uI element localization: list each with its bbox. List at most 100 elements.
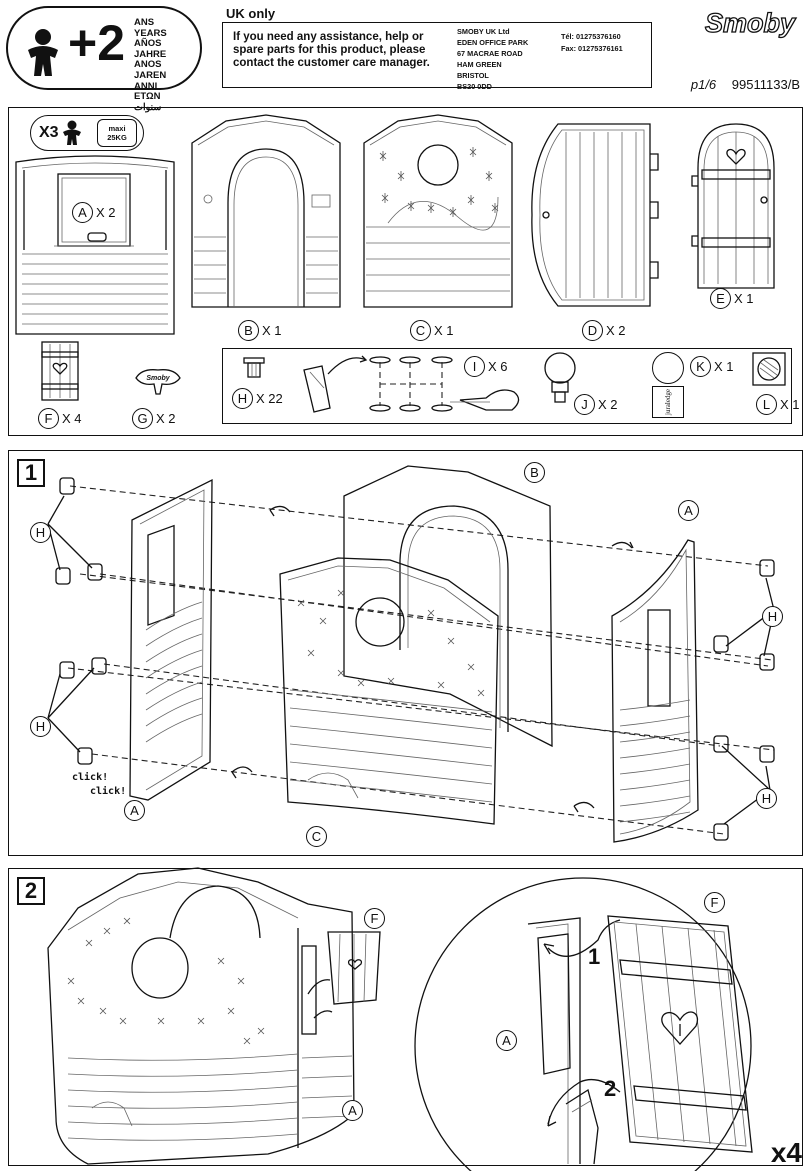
age-word: ANS [134, 17, 155, 28]
part-qty: X 22 [256, 391, 283, 406]
part-d-label: D X 2 [582, 320, 626, 341]
part-f-label: F X 4 [38, 408, 82, 429]
address-line: SMOBY UK Ltd [457, 27, 510, 36]
step2-label-a-house: A [342, 1100, 366, 1121]
age-badge: +2 ANS YEARS AÑOS JAHRE ANOS JAREN ANNI … [6, 6, 202, 112]
part-letter: F [364, 908, 385, 929]
age-word: YEARS [134, 27, 167, 39]
part-letter: A [342, 1100, 363, 1121]
step2-multiplier: x4 [770, 1137, 802, 1168]
part-c-label: C X 1 [410, 320, 454, 341]
part-qty: X 2 [606, 323, 626, 338]
part-letter: A [124, 800, 145, 821]
part-letter: C [306, 826, 327, 847]
part-qty: X 1 [734, 291, 754, 306]
age-word: ANNI [134, 80, 158, 92]
page-meta: p1/6 99511133/B [691, 77, 800, 92]
part-l-label: L X 1 [756, 394, 800, 415]
capacity-badge: X3 maxi 25KG [30, 115, 144, 151]
part-j-drawing [544, 352, 576, 403]
part-k-label: K X 1 [690, 356, 734, 377]
step1-label-b: B [524, 462, 548, 483]
part-a-drawing [15, 155, 175, 335]
part-g-drawing: Smoby [135, 369, 181, 395]
step1-illustration [47, 465, 775, 843]
part-letter: E [710, 288, 731, 309]
part-letter: H [232, 388, 253, 409]
step1-label-h1: H [30, 522, 54, 543]
part-letter: C [410, 320, 431, 341]
step-number: 2 [17, 877, 45, 905]
part-j-label: J X 2 [574, 394, 618, 415]
part-letter: K [690, 356, 711, 377]
step2-callout-1: 1 [588, 944, 601, 969]
uk-only-label: UK only [226, 6, 276, 21]
telephone: Tél: 01275376160 [561, 32, 621, 41]
k-tag: juraledge [652, 386, 684, 418]
part-c-drawing [363, 114, 513, 308]
age-word: ANOS [134, 59, 162, 71]
age-word: JAHRE [134, 48, 167, 60]
part-letter: A [496, 1030, 517, 1051]
step2-label-f-big: F [704, 892, 728, 913]
part-b-label: B X 1 [238, 320, 282, 341]
part-letter: H [762, 606, 783, 627]
part-qty: X 6 [488, 359, 508, 374]
address-line: BRISTOL [457, 71, 489, 80]
click-indicator: click! [72, 772, 109, 783]
part-g-label: G X 2 [132, 408, 176, 429]
uk-contact-box: If you need any assistance, help or spar… [222, 22, 652, 91]
part-h-drawing [243, 357, 265, 378]
step-number: 1 [17, 459, 45, 487]
part-e-label: E X 1 [710, 288, 754, 309]
step1-label-h2: H [762, 606, 786, 627]
part-letter: I [464, 356, 485, 377]
capacity-count: X3 [39, 124, 59, 141]
part-letter: L [756, 394, 777, 415]
hardware-box [222, 348, 792, 424]
step1-label-a-right: A [678, 500, 702, 521]
address-line: 67 MACRAE ROAD [457, 49, 523, 58]
step2-label-a-zoom: A [496, 1030, 520, 1051]
part-k-drawing: juraledge [650, 352, 686, 420]
part-qty: X 4 [62, 411, 82, 426]
part-i-label: I X 6 [464, 356, 508, 377]
part-qty: X 1 [714, 359, 734, 374]
address-line: HAM GREEN [457, 60, 502, 69]
part-letter: G [132, 408, 153, 429]
part-qty: X 2 [96, 205, 116, 220]
page-number: p1/6 [690, 77, 717, 92]
step1-label-c: C [306, 826, 330, 847]
step1-panel: 1 [8, 450, 803, 856]
brand-logo-text: Smoby [705, 8, 797, 38]
address-line: BS20 0DD [457, 82, 492, 91]
product-code: 99511133/B [731, 77, 800, 92]
part-d-drawing [531, 123, 659, 307]
part-letter: B [238, 320, 259, 341]
child-figure-icon [62, 120, 81, 145]
age-words: ANS YEARS AÑOS JAHRE ANOS JAREN ANNI ΕΤΩ… [134, 17, 167, 113]
part-letter: B [524, 462, 545, 483]
fax: Fax: 01275376161 [561, 44, 623, 53]
max-weight-value: 25KG [107, 133, 127, 142]
step2-callout-2: 2 [604, 1076, 617, 1101]
part-qty: X 1 [434, 323, 454, 338]
uk-address: SMOBY UK Ltd EDEN OFFICE PARK 67 MACRAE … [457, 26, 528, 92]
age-number: +2 [68, 15, 126, 71]
part-b-drawing [191, 114, 341, 308]
part-qty: X 1 [780, 397, 800, 412]
max-weight-badge: maxi 25KG [97, 119, 137, 147]
part-a-label: A X 2 [72, 202, 116, 223]
part-h-label: H X 22 [232, 388, 283, 409]
part-f-drawing [41, 341, 79, 401]
part-letter: A [678, 500, 699, 521]
uk-assistance-message: If you need any assistance, help or spar… [233, 31, 430, 69]
max-weight-label: maxi [108, 124, 126, 133]
age-word: AÑOS [134, 38, 162, 50]
step1-label-h3: H [30, 716, 54, 737]
part-qty: X 2 [598, 397, 618, 412]
part-letter: H [756, 788, 777, 809]
step2-label-f-small: F [364, 908, 388, 929]
child-figure-icon [28, 29, 58, 76]
part-letter: H [30, 522, 51, 543]
